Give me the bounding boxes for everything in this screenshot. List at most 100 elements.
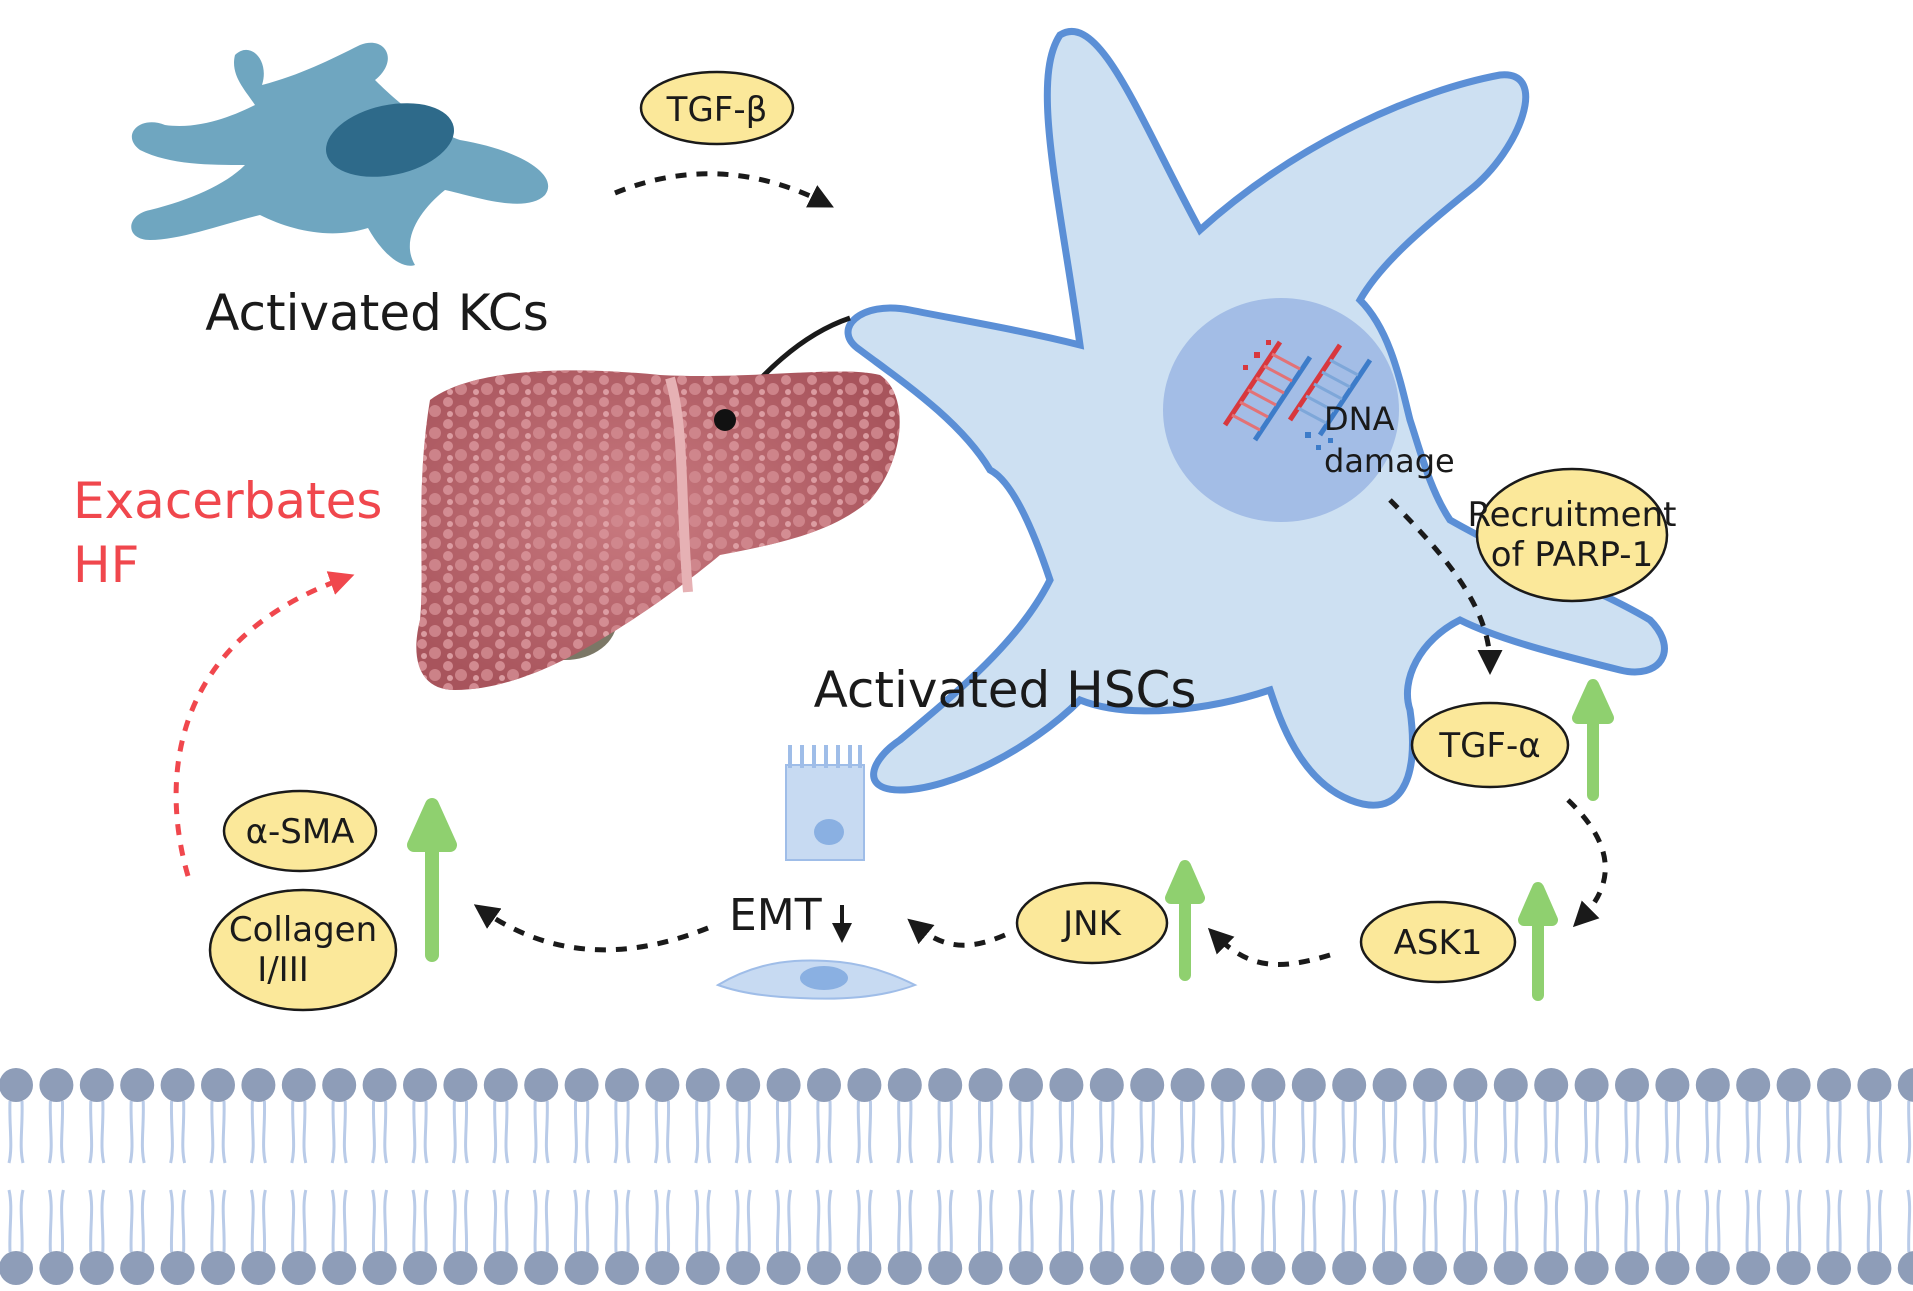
lipid-head (201, 1068, 235, 1102)
lipid-tail (371, 1100, 389, 1164)
lipid-head (1655, 1251, 1690, 1285)
tgf-alpha-label: TGF-α (1438, 726, 1540, 766)
lipid-head (1817, 1251, 1851, 1285)
lipid-tail (1542, 1100, 1560, 1164)
lipid-tail (1057, 1189, 1075, 1253)
lipid-tail (411, 1189, 429, 1253)
alpha-sma-node: α-SMA (222, 789, 378, 873)
lipid-head (524, 1251, 559, 1285)
recruitment-label-line2: of PARP-1 (1491, 535, 1653, 575)
lipid-head (120, 1251, 155, 1285)
lipid-head (1453, 1068, 1488, 1102)
recruitment-label-line1: Recruitment (1468, 495, 1677, 535)
lipid-tail (653, 1100, 671, 1164)
lipid-tail (1663, 1189, 1681, 1253)
lipid-tail (330, 1100, 348, 1164)
lipid-tail (613, 1189, 631, 1253)
lipid-tail (7, 1189, 25, 1253)
lipid-tail (169, 1100, 187, 1164)
lipid-head (685, 1068, 720, 1102)
lipid-head (322, 1068, 357, 1102)
recruitment-parp1-node: Recruitment of PARP-1 (1468, 467, 1677, 603)
lipid-head (79, 1068, 114, 1102)
lipid-tail (249, 1189, 267, 1253)
collagen-up-arrow-icon (407, 798, 457, 962)
lipid-tail (1865, 1189, 1883, 1253)
lipid-tail (1583, 1189, 1601, 1253)
lipid-head (1291, 1068, 1326, 1102)
lipid-tail (249, 1100, 267, 1164)
lipid-head (1089, 1251, 1124, 1285)
lipid-head (1493, 1068, 1528, 1102)
lipid-head (362, 1251, 397, 1285)
emt-label: EMT (729, 890, 822, 941)
lipid-tail (734, 1100, 752, 1164)
lipid-head (968, 1068, 1003, 1102)
lipid-tail (209, 1189, 227, 1253)
lipid-head (201, 1251, 235, 1285)
lipid-head (322, 1251, 357, 1285)
lipid-head (1332, 1068, 1367, 1102)
lipid-head (928, 1068, 963, 1102)
lipid-head (1695, 1251, 1730, 1285)
lipid-tail (1502, 1100, 1520, 1164)
lipid-tail (532, 1189, 550, 1253)
lipid-tail (1461, 1100, 1479, 1164)
lipid-tail (815, 1100, 833, 1164)
lipid-head (726, 1068, 761, 1102)
lipid-head (1089, 1068, 1124, 1102)
lipid-tail (47, 1189, 65, 1253)
lipid-tail (896, 1189, 914, 1253)
lipid-tail (88, 1189, 106, 1253)
kc-nucleus (326, 103, 454, 177)
lipid-head (1897, 1251, 1913, 1285)
lipid-head (0, 1251, 33, 1285)
lipid-tail (330, 1189, 348, 1253)
lipid-tail (1744, 1189, 1762, 1253)
lipid-head (483, 1251, 518, 1285)
lipid-head (1534, 1068, 1569, 1102)
lipid-tail (1623, 1189, 1641, 1253)
lipid-head (1736, 1251, 1771, 1285)
lipid-tail (290, 1189, 308, 1253)
lipid-head (1453, 1251, 1488, 1285)
lipid-tail (734, 1189, 752, 1253)
lipid-head (1211, 1068, 1245, 1102)
alpha-sma-label: α-SMA (246, 812, 355, 852)
lipid-head (120, 1068, 155, 1102)
lipid-head (39, 1251, 74, 1285)
lipid-tail (855, 1189, 873, 1253)
activated-kcs-label: Activated KCs (205, 284, 549, 342)
lipid-tail (1138, 1189, 1156, 1253)
lipid-tail (977, 1100, 995, 1164)
lipid-head (1170, 1251, 1205, 1285)
lipid-head (1251, 1251, 1286, 1285)
mesenchymal-cell-icon (715, 959, 918, 1000)
lipid-head (645, 1068, 680, 1102)
lipid-tail (1017, 1100, 1035, 1164)
lipid-head (1009, 1068, 1043, 1102)
jnk-node: JNK (1015, 881, 1169, 965)
lipid-head (281, 1068, 316, 1102)
lipid-tail (411, 1100, 429, 1164)
lipid-tail (532, 1100, 550, 1164)
liver-icon (416, 370, 900, 690)
lipid-head (847, 1251, 882, 1285)
ask1-up-arrow-icon (1518, 882, 1558, 1001)
epithelial-cell-icon (785, 745, 865, 861)
lipid-head (524, 1068, 559, 1102)
lipid-tail (290, 1100, 308, 1164)
lipid-head (443, 1068, 478, 1102)
cell-membrane (0, 1068, 1913, 1285)
kupffer-cell-icon (131, 42, 549, 266)
lipid-head (1857, 1251, 1892, 1285)
lipid-head (968, 1251, 1003, 1285)
lipid-head (807, 1251, 841, 1285)
lipid-head (1372, 1251, 1407, 1285)
lipid-head (0, 1068, 33, 1102)
lipid-tail (936, 1100, 954, 1164)
lipid-tail (1219, 1100, 1237, 1164)
lipid-tail (573, 1189, 591, 1253)
lipid-head (1291, 1251, 1326, 1285)
